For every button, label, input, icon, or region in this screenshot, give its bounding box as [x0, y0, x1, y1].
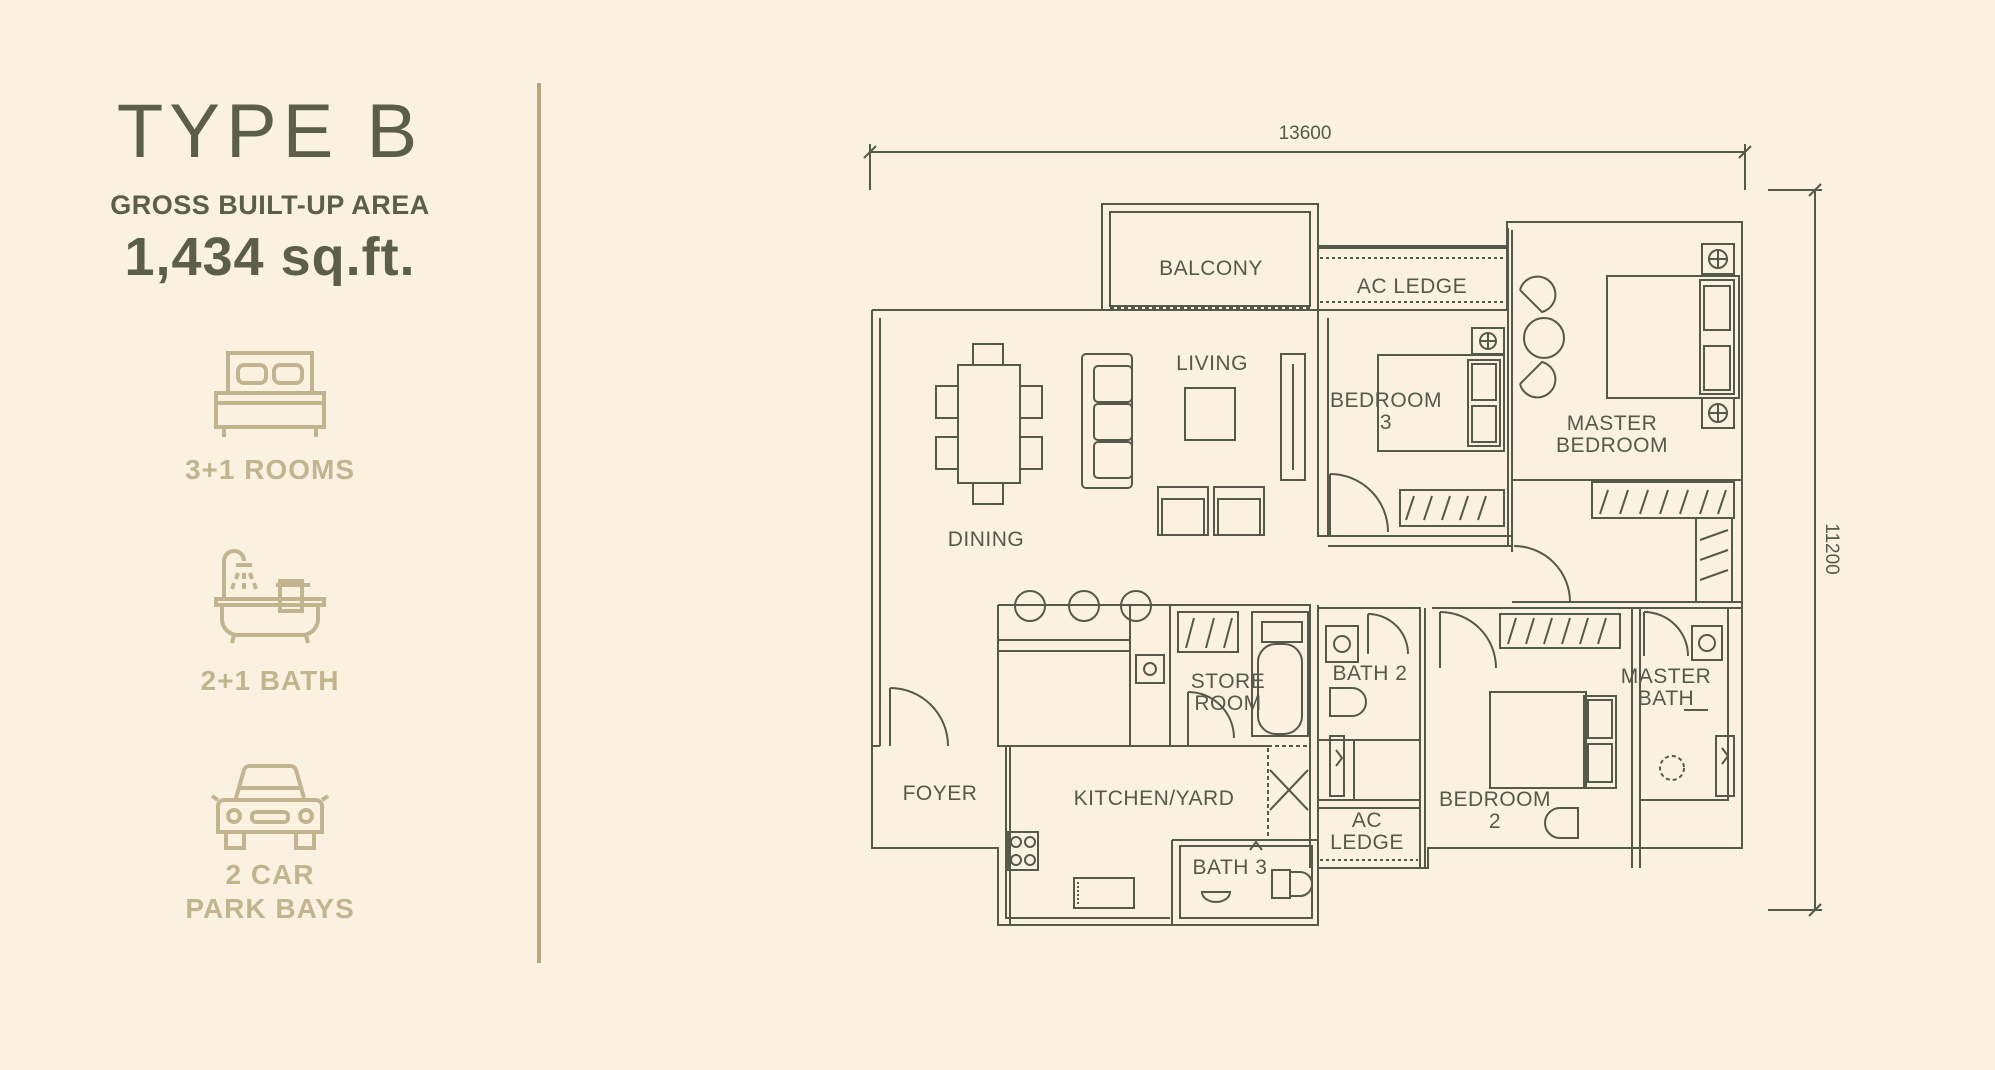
dining-table: [935, 343, 1043, 505]
room-label-bedroom-2-number: 2: [1489, 810, 1501, 833]
room-label-living: LIVING: [1176, 352, 1248, 375]
gross-area-label: GROSS BUILT-UP AREA: [110, 190, 430, 220]
room-label-ac-ledge-top: AC LEDGE: [1357, 275, 1467, 298]
room-label-master-bedroom-line1: MASTER: [1567, 412, 1658, 435]
room-label-master-bedroom-line2: BEDROOM: [1556, 434, 1668, 457]
car-park-label-line2: PARK BAYS: [185, 893, 355, 924]
room-label-bath-3: BATH 3: [1193, 856, 1268, 879]
room-label-bedroom-3-number: 3: [1380, 411, 1392, 434]
depth-dimension-label: 11200: [1821, 523, 1842, 574]
rooms-label: 3+1 ROOMS: [184, 454, 356, 485]
car-icon: [210, 764, 330, 850]
master-bath-fixtures: [1643, 611, 1735, 797]
bar-stools: [1014, 590, 1152, 622]
bedroom-2-furniture: [1439, 611, 1621, 839]
unit-type-title: TYPE B: [116, 89, 424, 174]
room-label-kitchen-yard: KITCHEN/YARD: [1074, 787, 1235, 810]
room-label-dining: DINING: [948, 528, 1025, 551]
foyer-door: [889, 687, 949, 747]
ac-ledge-bottom: [1317, 807, 1421, 869]
outer-walls: [871, 221, 1743, 926]
car-park-label-line1: 2 CAR: [225, 859, 315, 890]
store-room: [1177, 611, 1309, 746]
vertical-divider: [537, 83, 541, 963]
depth-dimension-line: [1768, 183, 1822, 917]
room-label-ac-ledge-bottom-line1: AC: [1352, 809, 1382, 832]
service-shaft: [1267, 745, 1311, 841]
car-park-label: 2 CAR PARK BAYS: [0, 858, 540, 926]
room-label-balcony: BALCONY: [1159, 257, 1263, 280]
room-label-store-room-line1: STORE: [1191, 670, 1265, 693]
room-label-store-room-line2: ROOM: [1194, 692, 1261, 715]
room-label-master-bath-line2: BATH: [1638, 687, 1694, 710]
bathtub-icon: [214, 549, 326, 644]
kitchen-counter: [997, 604, 1171, 919]
width-dimension-line: [863, 144, 1752, 190]
bath-3-fixtures: [1179, 840, 1313, 919]
unit-info-panel: TYPE B GROSS BUILT-UP AREA 1,434 sq.ft. …: [0, 0, 540, 1070]
bath-2-fixtures: [1325, 613, 1409, 800]
width-dimension-label: 13600: [1279, 123, 1332, 144]
room-label-bedroom-3: BEDROOM: [1330, 389, 1442, 412]
room-label-bedroom-2: BEDROOM: [1439, 788, 1551, 811]
gross-area-value: 1,434 sq.ft.: [124, 227, 416, 287]
bath-label: 2+1 BATH: [200, 665, 340, 696]
bedroom-3-furniture: [1329, 327, 1505, 536]
master-bedroom-furniture: [1512, 243, 1740, 603]
room-label-foyer: FOYER: [903, 782, 978, 805]
room-label-master-bath-line1: MASTER: [1621, 665, 1712, 688]
sofa: [1081, 353, 1306, 536]
room-label-ac-ledge-bottom-line2: LEDGE: [1330, 831, 1404, 854]
bed-icon: [214, 351, 326, 437]
room-label-bath-2: BATH 2: [1333, 662, 1408, 685]
